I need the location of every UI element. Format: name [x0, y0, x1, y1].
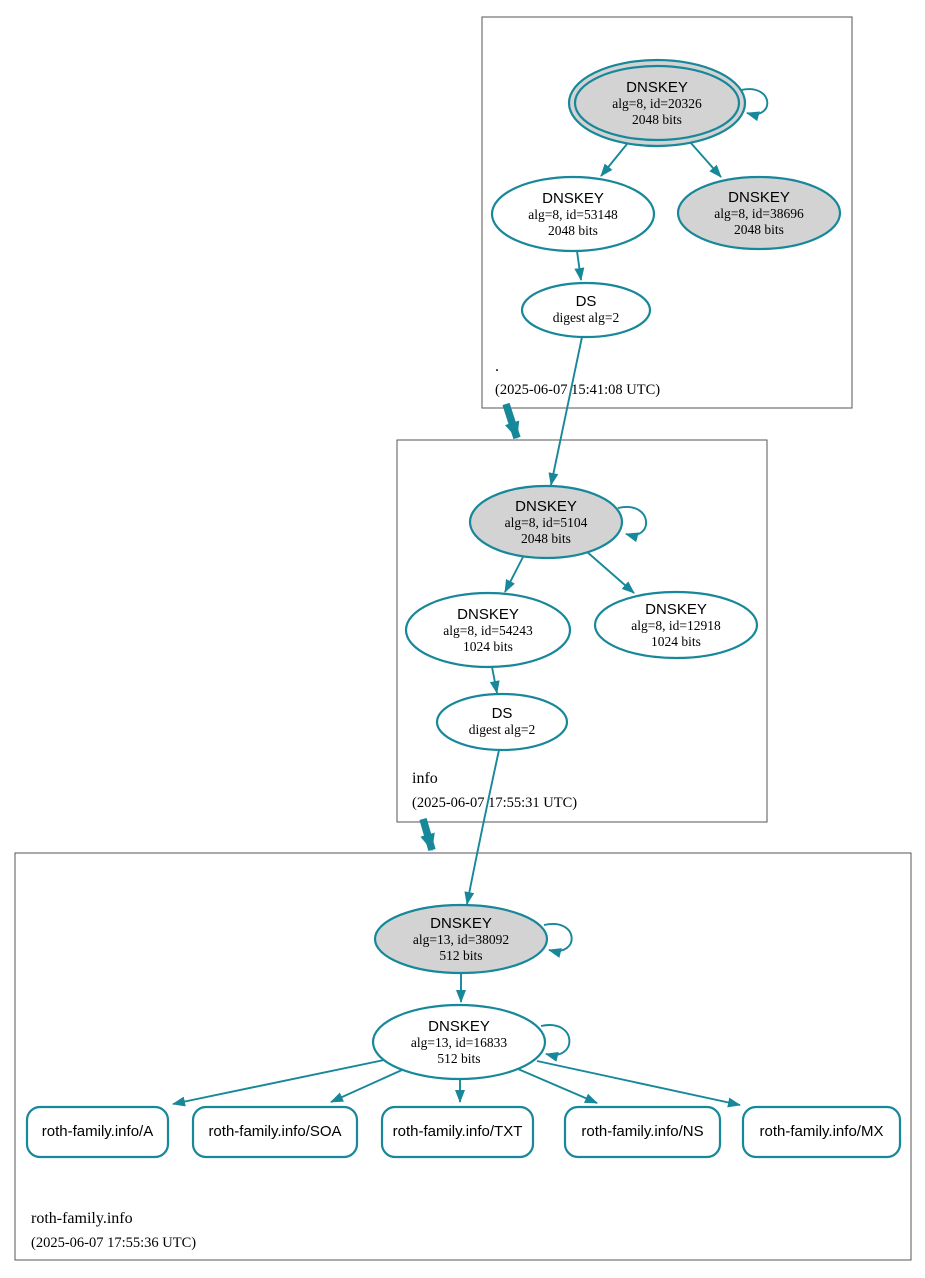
rrset-node-soa[interactable]	[191, 1105, 359, 1159]
rrset-node-mx[interactable]	[741, 1105, 902, 1159]
zone-timestamp-root: (2025-06-07 15:41:08 UTC)	[495, 382, 661, 398]
delegation-arrow-root-to-info	[502, 402, 521, 440]
edge-rothfamily-zsk-to-rrset-mx	[536, 1060, 741, 1108]
edge-info-ksk-to-zsk	[504, 556, 524, 593]
dnskey-node-rothfamily-zsk[interactable]	[371, 1003, 547, 1081]
dnskey-node-root-zsk[interactable]	[490, 175, 656, 253]
dnskey-node-root-ksk[interactable]	[567, 58, 747, 148]
zone-timestamp-rothfamily: (2025-06-07 17:55:36 UTC)	[31, 1235, 197, 1251]
zone-box-root	[481, 16, 853, 409]
edge-info-ksk-selfloop	[617, 506, 648, 543]
edge-rothfamily-ksk-selfloop	[543, 923, 573, 958]
edge-rothfamily-zsk-to-rrset-a	[172, 1059, 385, 1107]
edge-info-zsk-to-ds	[489, 666, 500, 694]
edge-root-zsk-to-ds	[574, 250, 585, 281]
zone-label-info: info	[412, 770, 438, 787]
dnskey-node-root-key3[interactable]	[676, 175, 842, 251]
edge-info-ksk-to-key3	[585, 550, 635, 594]
edge-root-ksk-selfloop	[740, 88, 769, 122]
edge-rothfamily-zsk-to-rrset-soa	[330, 1069, 403, 1103]
edge-rothfamily-zsk-selfloop	[540, 1024, 571, 1062]
delegation-arrow-info-to-rothfamily	[419, 817, 436, 852]
rrset-node-txt[interactable]	[380, 1105, 535, 1159]
edge-root-ksk-to-key3	[689, 141, 722, 178]
zone-box-info	[396, 439, 768, 823]
ds-node-info[interactable]	[435, 692, 569, 752]
zone-box-rothfamily	[14, 852, 912, 1261]
zone-timestamp-info: (2025-06-07 17:55:31 UTC)	[412, 795, 578, 811]
dnskey-node-info-zsk[interactable]	[404, 591, 572, 669]
rrset-node-ns[interactable]	[563, 1105, 722, 1159]
edge-rothfamily-zsk-to-rrset-ns	[517, 1068, 598, 1104]
edge-root-ksk-to-zsk	[600, 143, 628, 177]
ds-node-root[interactable]	[520, 281, 652, 339]
edge-root-ds-to-info-ksk	[548, 336, 583, 486]
zone-label-rothfamily: roth-family.info	[31, 1210, 133, 1227]
dnskey-node-rothfamily-ksk[interactable]	[373, 903, 549, 975]
dnskey-node-info-ksk[interactable]	[468, 484, 624, 560]
edge-info-ds-to-rothfamily-ksk	[464, 749, 500, 905]
dnskey-node-info-key3[interactable]	[593, 590, 759, 660]
rrset-node-a[interactable]	[25, 1105, 170, 1159]
zone-label-root: .	[495, 358, 499, 375]
